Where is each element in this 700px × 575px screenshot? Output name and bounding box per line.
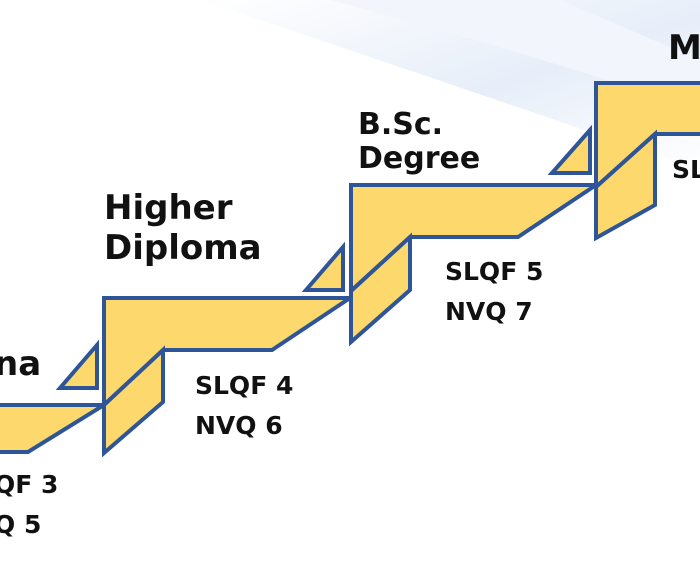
step-4-riser [594,129,657,242]
step-2 [102,241,357,410]
step-2-codes: SLQF 4 NVQ 6 [195,371,294,440]
step-2-riser [102,345,165,458]
step-3-stair-block [349,183,603,296]
step-3 [349,124,603,296]
step-1-title: na [0,344,42,384]
step-2-stair-block [102,296,357,410]
step-4-codes: SL [672,155,700,184]
step-2-title: Higher Diploma [104,188,262,268]
step-3-wedge [547,124,592,175]
step-4-title: M [668,28,700,68]
step-1-stair-block [0,403,112,454]
step-2-wedge [301,241,345,292]
step-risers [102,129,657,458]
step-1 [0,339,112,454]
step-3-riser [349,232,412,347]
background-swoosh-light [330,0,700,110]
step-1-wedge [55,339,99,390]
step-3-codes: SLQF 5 NVQ 7 [445,257,544,326]
step-1-codes: QF 3 Q 5 [0,470,59,539]
step-3-title: B.Sc. Degree [358,107,481,176]
